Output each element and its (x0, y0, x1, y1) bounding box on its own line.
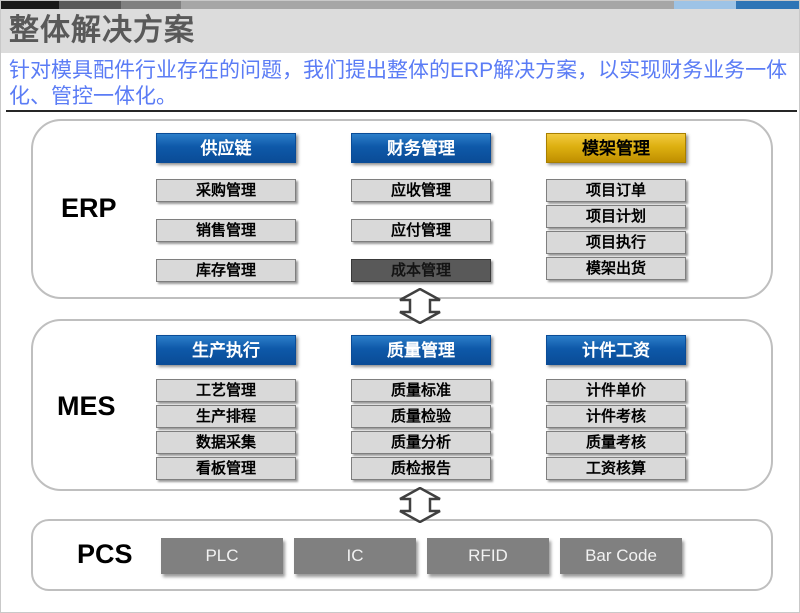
mes-btn-process-mgmt: 工艺管理 (156, 379, 296, 402)
erp-btn-mold-shipment: 模架出货 (546, 257, 686, 280)
top-decorative-strip (1, 1, 799, 9)
mes-btn-piece-price: 计件单价 (546, 379, 686, 402)
pcs-btn-barcode: Bar Code (560, 538, 682, 574)
mes-btn-quality-standard: 质量标准 (351, 379, 491, 402)
mes-btn-production-scheduling: 生产排程 (156, 405, 296, 428)
strip-seg-black (1, 1, 59, 9)
strip-seg-blue (736, 1, 799, 9)
mes-btn-piece-assessment: 计件考核 (546, 405, 686, 428)
strip-seg-lightgray (180, 1, 675, 9)
mes-btn-quality-assessment: 质量考核 (546, 431, 686, 454)
mes-btn-inspection-report: 质检报告 (351, 457, 491, 480)
updown-arrow-icon (399, 487, 441, 523)
erp-btn-payables: 应付管理 (351, 219, 491, 242)
mes-btn-kanban-mgmt: 看板管理 (156, 457, 296, 480)
pcs-btn-rfid: RFID (427, 538, 549, 574)
pcs-btn-ic: IC (294, 538, 416, 574)
erp-btn-receivables: 应收管理 (351, 179, 491, 202)
erp-header-supply-chain: 供应链 (156, 133, 296, 163)
erp-btn-project-plan: 项目计划 (546, 205, 686, 228)
erp-btn-sales: 销售管理 (156, 219, 296, 242)
pcs-section: PCS PLC IC RFID Bar Code (31, 519, 773, 591)
mes-btn-quality-inspection: 质量检验 (351, 405, 491, 428)
mes-btn-quality-analysis: 质量分析 (351, 431, 491, 454)
pcs-label: PCS (77, 539, 133, 569)
mes-header-piecework-wage: 计件工资 (546, 335, 686, 365)
mes-btn-data-collection: 数据采集 (156, 431, 296, 454)
mes-header-quality: 质量管理 (351, 335, 491, 365)
mes-label: MES (57, 391, 116, 421)
divider-line (6, 110, 797, 112)
mes-btn-wage-accounting: 工资核算 (546, 457, 686, 480)
strip-seg-lightblue (674, 1, 737, 9)
page-title: 整体解决方案 (9, 14, 195, 47)
pcs-btn-plc: PLC (161, 538, 283, 574)
erp-btn-project-order: 项目订单 (546, 179, 686, 202)
strip-seg-gray (120, 1, 181, 9)
erp-section: ERP 供应链 财务管理 模架管理 采购管理 销售管理 库存管理 应收管理 应付… (31, 119, 773, 299)
erp-header-mold-frame: 模架管理 (546, 133, 686, 163)
erp-btn-inventory: 库存管理 (156, 259, 296, 282)
erp-btn-purchase: 采购管理 (156, 179, 296, 202)
erp-label: ERP (61, 193, 117, 223)
intro-text: 针对模具配件行业存在的问题，我们提出整体的ERP解决方案，以实现财务业务一体化、… (9, 59, 788, 108)
strip-seg-darkgray (58, 1, 121, 9)
erp-btn-project-execution: 项目执行 (546, 231, 686, 254)
updown-arrow-icon (399, 288, 441, 324)
mes-header-production-execution: 生产执行 (156, 335, 296, 365)
title-bar: 整体解决方案 (1, 9, 799, 53)
erp-header-finance: 财务管理 (351, 133, 491, 163)
mes-section: MES 生产执行 质量管理 计件工资 工艺管理 生产排程 数据采集 看板管理 质… (31, 319, 773, 491)
erp-btn-cost: 成本管理 (351, 259, 491, 282)
